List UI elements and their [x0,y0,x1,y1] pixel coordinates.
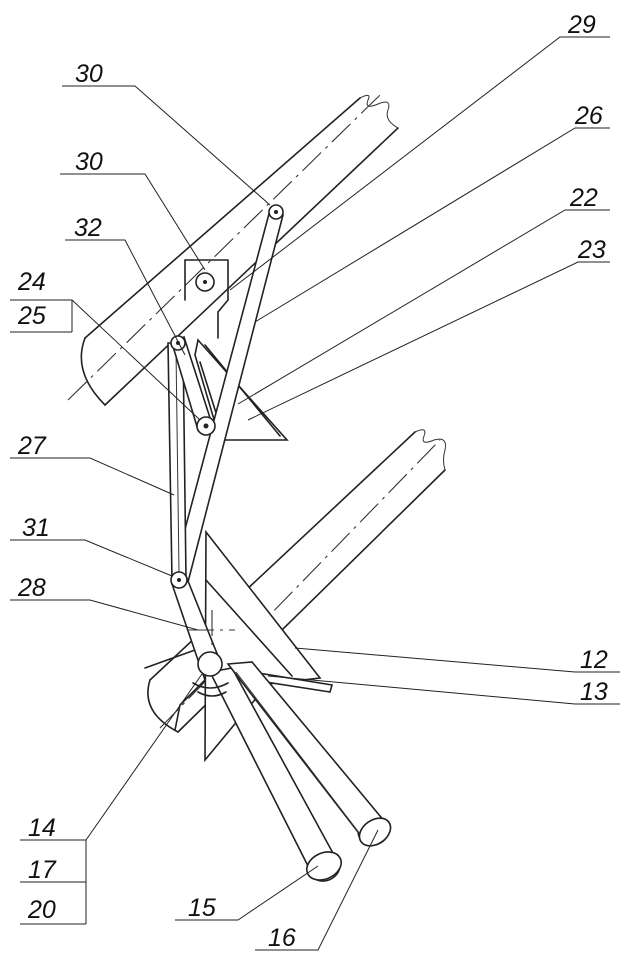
label-15: 15 [188,894,216,922]
label-25: 25 [17,302,46,330]
link-24 [170,335,216,436]
label-27: 27 [17,432,47,460]
label-17: 17 [28,856,57,884]
link-28 [170,571,235,668]
label-29: 29 [567,11,596,39]
lower-bracket [144,649,206,731]
label-32: 32 [74,214,102,242]
label-20: 20 [27,896,56,924]
label-23: 23 [577,236,606,264]
label-boxes [10,299,87,925]
label-26: 26 [574,102,603,130]
label-16: 16 [268,924,296,952]
lever-16 [226,661,392,847]
upper-shaft [67,94,399,406]
label-28: 28 [17,574,46,602]
leader-lines [10,36,620,951]
label-13: 13 [580,678,608,706]
label-30-bracket: 30 [75,148,103,176]
label-31: 31 [22,514,50,542]
label-24: 24 [17,268,46,296]
label-30-top: 30 [75,60,103,88]
reference-labels: 30 30 29 26 22 23 32 24 25 27 31 28 12 1… [17,11,608,952]
upper-bracket [184,259,229,339]
label-14: 14 [28,814,56,842]
label-12: 12 [580,646,608,674]
lever-15 [208,667,343,882]
label-22: 22 [569,184,598,212]
pivot-14 [192,651,229,697]
